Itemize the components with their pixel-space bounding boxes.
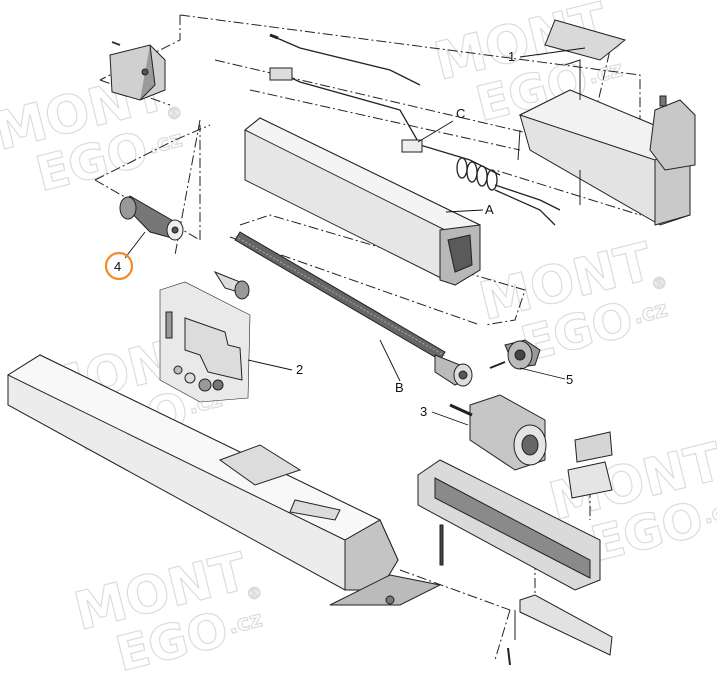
callout-1: 1 (508, 49, 515, 64)
part-3-motor (449, 394, 547, 471)
leader-b (379, 339, 401, 382)
svg-text:®: ® (244, 582, 264, 604)
callout-labels: 1 2 3 4 5 A B C (104, 49, 573, 419)
callout-4-highlight-ring (104, 251, 134, 281)
svg-text:®: ® (649, 272, 669, 294)
callout-c: C (456, 106, 465, 121)
leader-lines (124, 47, 586, 426)
spindle-b (234, 231, 473, 387)
svg-text:.cz: .cz (226, 607, 265, 640)
part-4-mount (119, 195, 184, 241)
svg-text:.cz: .cz (701, 497, 717, 530)
callout-4: 4 (114, 259, 121, 274)
callout-a: A (485, 202, 494, 217)
svg-text:®: ® (164, 102, 184, 124)
watermark-bottomleft: MONT EGO .cz ® (68, 541, 266, 683)
power-cable-c (269, 33, 561, 226)
leader-a (445, 209, 484, 213)
leader-3 (431, 411, 469, 426)
leader-1 (519, 47, 586, 58)
bottom-rail-bracket (507, 594, 613, 666)
callout-5: 5 (566, 372, 573, 387)
watermark-midright: MONT EGO .cz ® (473, 231, 671, 373)
svg-text:.cz: .cz (586, 57, 625, 90)
leader-c (417, 120, 454, 143)
front-end-cap-assembly (517, 19, 696, 226)
gearbox-housing (417, 459, 601, 591)
housing-tube-a (244, 117, 481, 286)
leader-4 (124, 231, 146, 259)
svg-text:.cz: .cz (631, 297, 670, 330)
part-5-gear (489, 339, 541, 370)
callout-b: B (395, 380, 404, 395)
part-1-cover (544, 19, 627, 61)
part-2-bracket (159, 281, 251, 403)
terminal-block (567, 431, 613, 499)
callout-2: 2 (296, 362, 303, 377)
svg-text:.cz: .cz (146, 127, 185, 160)
bushing (213, 270, 250, 300)
leader-2 (247, 359, 293, 371)
leader-5 (519, 367, 566, 380)
rear-end-cap (109, 41, 166, 101)
assembled-actuator (6, 354, 442, 606)
watermark-topleft: MONT EGO .cz ® (0, 61, 186, 203)
callout-3: 3 (420, 404, 427, 419)
